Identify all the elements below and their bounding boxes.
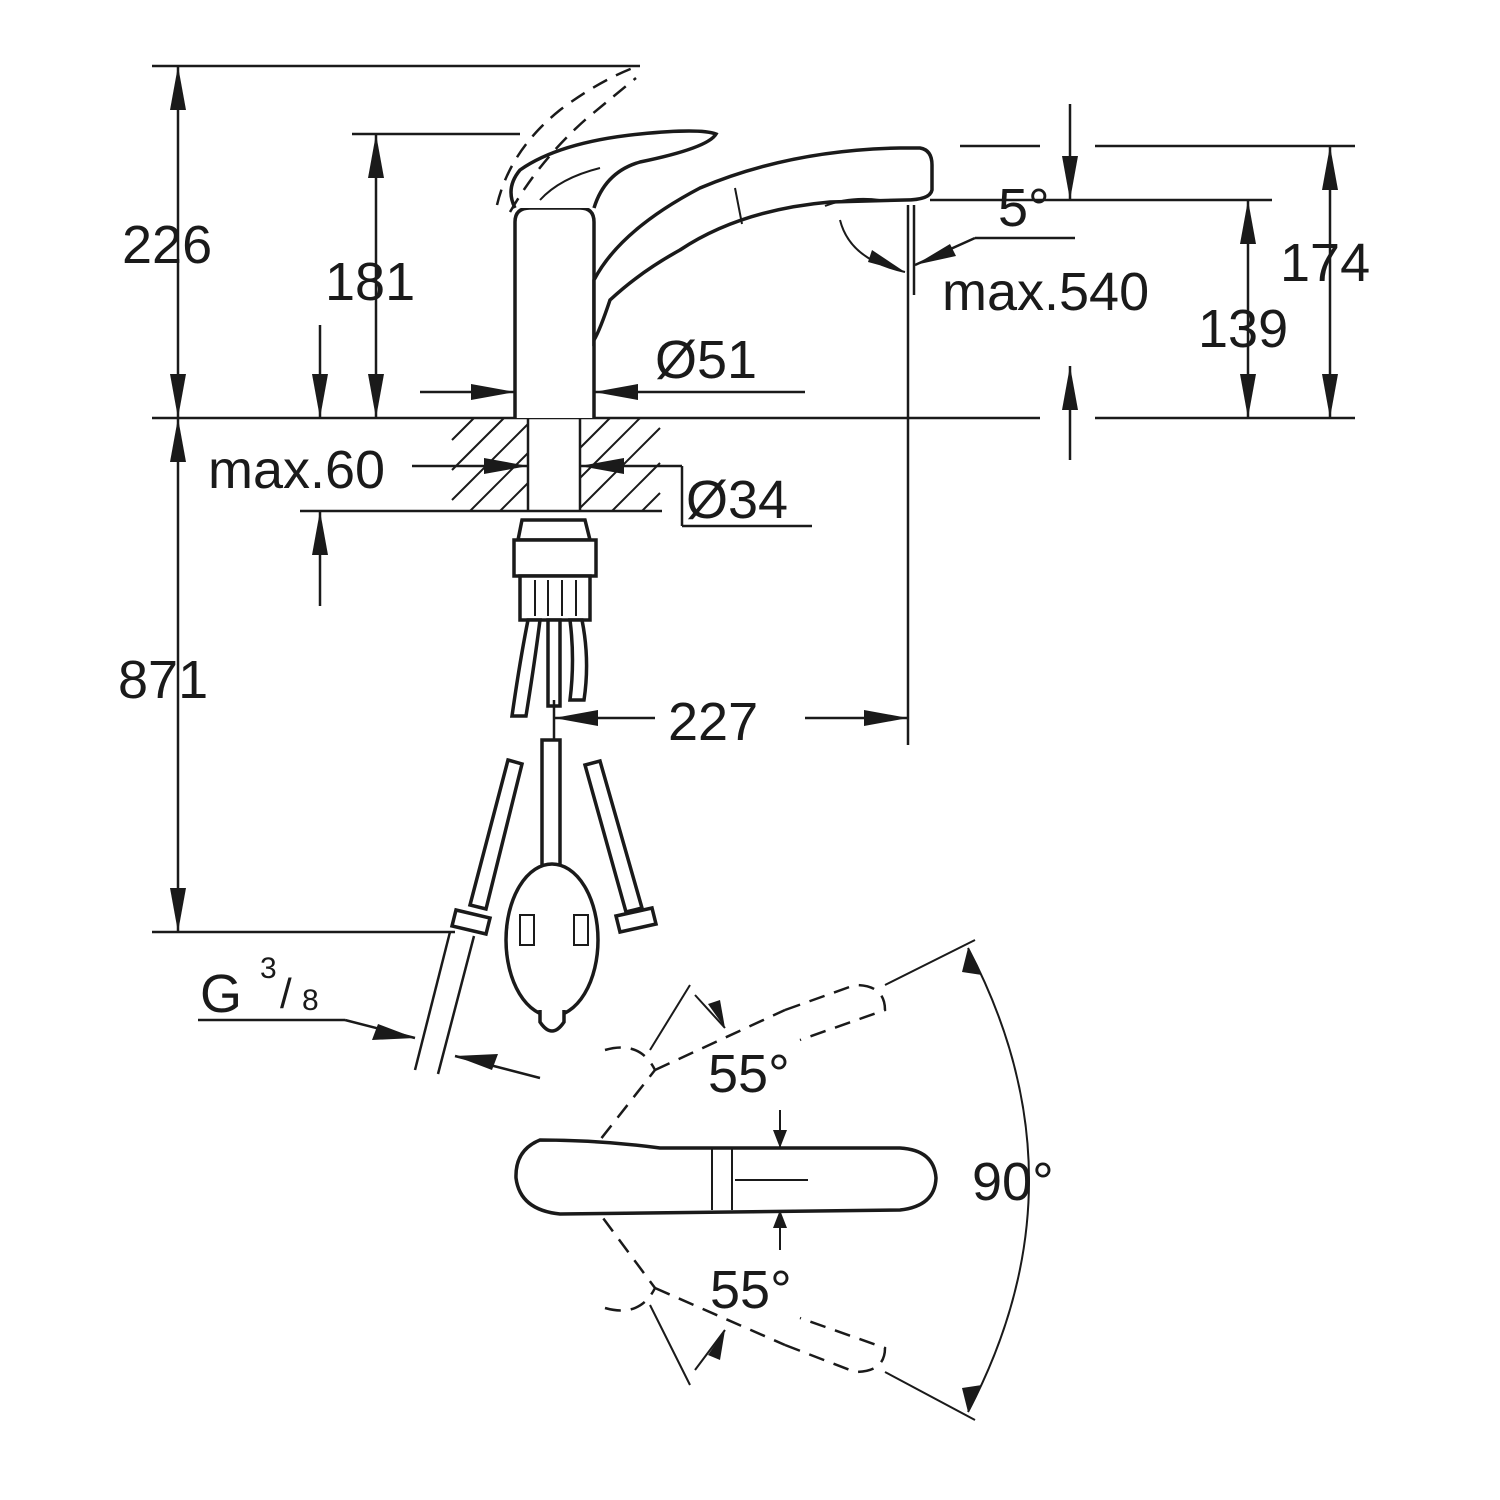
dim-connection-thread: G 3 / 8: [200, 952, 319, 1024]
dim-below-deck: 871: [118, 650, 208, 710]
dim-total-swing: 90°: [972, 1152, 1054, 1212]
dim-spout-reach: 227: [668, 692, 758, 752]
worktop-hatching: [451, 417, 661, 512]
lever-plan-view: [514, 939, 1030, 1421]
dim-body-diameter: Ø51: [655, 330, 757, 390]
dim-spout-height: 174: [1280, 233, 1370, 293]
worktop-section: [152, 416, 1355, 513]
dim-deck-thickness: max.60: [208, 440, 385, 500]
dim-spout-tilt: 5°: [998, 178, 1050, 238]
dim-hose-extension: max.540: [942, 262, 1149, 322]
thread-separator: /: [280, 970, 292, 1017]
thread-prefix: G: [200, 964, 242, 1024]
dimension-lines: [152, 64, 1355, 1080]
under-deck-assembly: [413, 518, 659, 1075]
dim-swing-up: 55°: [708, 1044, 790, 1104]
dim-hole-diameter: Ø34: [686, 470, 788, 530]
thread-denominator: 8: [302, 984, 319, 1017]
dim-outlet-height: 139: [1198, 299, 1288, 359]
dim-total-height: 226: [122, 215, 212, 275]
dim-body-height: 181: [325, 252, 415, 312]
mixer-body: [495, 64, 934, 418]
dim-swing-down: 55°: [710, 1260, 792, 1320]
thread-numerator: 3: [260, 952, 277, 985]
